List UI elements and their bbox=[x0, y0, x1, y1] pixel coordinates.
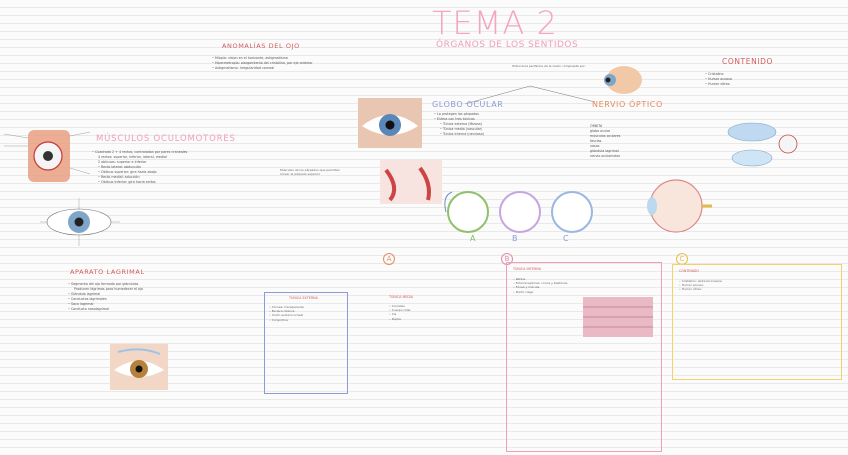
lens-icon bbox=[727, 122, 798, 167]
globo-item: Túnica externa (fibrosa) bbox=[434, 122, 484, 127]
globo-item: La protegen los párpados bbox=[434, 112, 484, 117]
contenido-item: Humor vítreo bbox=[705, 82, 732, 87]
section-b-badge: B bbox=[501, 253, 513, 265]
globo-item: Esfera con tres túnicas bbox=[434, 117, 484, 122]
globo-list: La protegen los párpados Esfera con tres… bbox=[434, 112, 484, 137]
box-item: Humor vítreo bbox=[679, 287, 722, 291]
nervio-item: músculos oculares bbox=[590, 134, 621, 138]
musculo-item: Cuadrado 2 + 4 rectos, controlados por p… bbox=[92, 150, 187, 155]
box-list: Coroides Cuerpo ciliar Iris Pupila bbox=[389, 304, 411, 321]
page-subtitle: ÓRGANOS DE LOS SENTIDOS bbox=[436, 40, 579, 50]
nervio-list: ÓRBITA globo ocular músculos oculares fa… bbox=[590, 124, 660, 159]
aparato-item: Conducto nasolagrimal bbox=[68, 307, 143, 312]
contenido-item: Humor acuoso bbox=[705, 77, 732, 82]
page-title: TEMA 2 bbox=[432, 4, 558, 42]
musculos-note: Músculos de los párpados que permiten mo… bbox=[280, 168, 340, 177]
eye-photo-icon bbox=[358, 98, 422, 148]
orbit-diagram-icon bbox=[3, 130, 91, 182]
box-contenido: CONTENIDO Cristalino: lente biconvexa Hu… bbox=[672, 264, 842, 380]
box-list: Retina Fotorreceptores: conos y bastones… bbox=[513, 277, 568, 294]
eye-side-icon bbox=[604, 66, 642, 94]
aparato-item: Conductos lagrimales bbox=[68, 297, 143, 302]
box-item: Cuerpo ciliar bbox=[389, 308, 411, 312]
box-item: Pupila bbox=[389, 317, 411, 321]
box-tunica-interna: TÚNICA INTERNA Retina Fotorreceptores: c… bbox=[506, 262, 662, 452]
anomalia-item: Hipermetropía: alargamiento del cristali… bbox=[212, 61, 313, 66]
box-title: TÚNICA INTERNA bbox=[513, 267, 542, 271]
section-a-badge: A bbox=[383, 253, 395, 265]
contenido-item: Cristalino bbox=[705, 72, 732, 77]
musculo-item: Oblicuo superior: gira hacia abajo bbox=[92, 170, 187, 175]
label-b: B bbox=[512, 234, 518, 243]
box-list: Córnea: transparente Esclera: blanca Uni… bbox=[269, 305, 304, 322]
aparato-list: Segmento del ojo formado por glándulas P… bbox=[68, 282, 143, 312]
nervio-item: glándula lagrimal bbox=[590, 149, 619, 153]
musculo-item: 2 oblicuos: superior e inferior bbox=[98, 160, 147, 164]
box-item: Coroides bbox=[389, 304, 411, 308]
box-title: CONTENIDO bbox=[679, 269, 700, 273]
nervio-item: ÓRBITA bbox=[590, 124, 603, 128]
box-item: Iris bbox=[389, 312, 411, 316]
box-item: Fóvea y mácula bbox=[513, 285, 567, 289]
heading-anomalias: ANOMALÍAS DEL OJO bbox=[222, 42, 300, 50]
box-tunica-externa: TÚNICA EXTERNA Córnea: transparente Escl… bbox=[264, 292, 348, 394]
box-title: TÚNICA EXTERNA bbox=[289, 296, 318, 300]
box-item: Esclera: blanca bbox=[269, 309, 304, 313]
aparato-item: Glándula lagrimal bbox=[68, 292, 143, 297]
aparato-item: Saco lagrimal bbox=[68, 302, 143, 307]
heading-musculos: MÚSCULOS OCULOMOTORES bbox=[96, 134, 236, 144]
heading-nervio: NERVIO ÓPTICO bbox=[592, 100, 663, 109]
anomalia-item: Miopía: vision en el horizonte, astigmat… bbox=[212, 56, 313, 61]
nervio-item: fascias bbox=[590, 139, 602, 143]
contenido-list: Cristalino Humor acuoso Humor vítreo bbox=[705, 72, 732, 87]
eyeball-diagrams-icon bbox=[444, 191, 593, 233]
lacrimal-eye-icon bbox=[110, 344, 168, 390]
box-title: TÚNICA MEDIA bbox=[389, 295, 414, 299]
anomalias-list: Miopía: vision en el horizonte, astigmat… bbox=[212, 56, 313, 71]
globo-item: Túnica interna (nerviosa) bbox=[434, 132, 484, 137]
musculos-list: Cuadrado 2 + 4 rectos, controlados por p… bbox=[92, 150, 187, 185]
eye-cross-section-icon bbox=[647, 179, 712, 233]
label-a: A bbox=[470, 234, 476, 243]
box-list: Cristalino: lente biconvexa Humor acuoso… bbox=[679, 279, 722, 292]
box-item: Unión esclerocorneal bbox=[269, 313, 304, 317]
box-item: Retina bbox=[513, 277, 567, 281]
nervio-item: nervio oculomotor bbox=[590, 154, 621, 158]
heading-contenido: CONTENIDO bbox=[722, 57, 773, 66]
musculo-item: Oblicuo inferior: gira hacia arriba bbox=[92, 180, 187, 185]
box-tunica-media: TÚNICA MEDIA Coroides Cuerpo ciliar Iris… bbox=[383, 292, 491, 440]
musculo-item: Recto lateral: abducción bbox=[92, 165, 187, 170]
retina-histology-icon bbox=[583, 297, 653, 337]
label-c: C bbox=[563, 234, 569, 243]
musculo-item: 4 rectos: superior, inferior, lateral, m… bbox=[98, 155, 167, 159]
heading-globo: GLOBO OCULAR bbox=[432, 100, 504, 109]
central-note: Estructura periférica de la visión compu… bbox=[512, 64, 586, 68]
box-item: Córnea: transparente bbox=[269, 305, 304, 309]
anomalia-item: Astigmatismo: irregularidad corneal bbox=[212, 66, 313, 71]
box-item: Punto ciego bbox=[513, 290, 567, 294]
heading-aparato: APARATO LAGRIMAL bbox=[70, 268, 145, 276]
nervio-item: globo ocular bbox=[590, 129, 611, 133]
musculo-item: Recto medial: aducción bbox=[92, 175, 187, 180]
aparato-item: Segmento del ojo formado por glándulas bbox=[68, 282, 143, 287]
globo-item: Túnica media (vascular) bbox=[434, 127, 484, 132]
eyelid-muscles-icon bbox=[380, 160, 442, 204]
aparato-item: Producen lágrimas para humedecer el ojo bbox=[74, 287, 143, 291]
box-item: Humor acuoso bbox=[679, 283, 722, 287]
box-item: Cristalino: lente biconvexa bbox=[679, 279, 722, 283]
eye-muscles-icon bbox=[40, 198, 120, 246]
branch-arrows-icon bbox=[464, 85, 596, 105]
box-item: Conjuntiva bbox=[269, 318, 304, 322]
box-item: Fotorreceptores: conos y bastones bbox=[513, 281, 568, 285]
nervio-item: vasos bbox=[590, 144, 600, 148]
